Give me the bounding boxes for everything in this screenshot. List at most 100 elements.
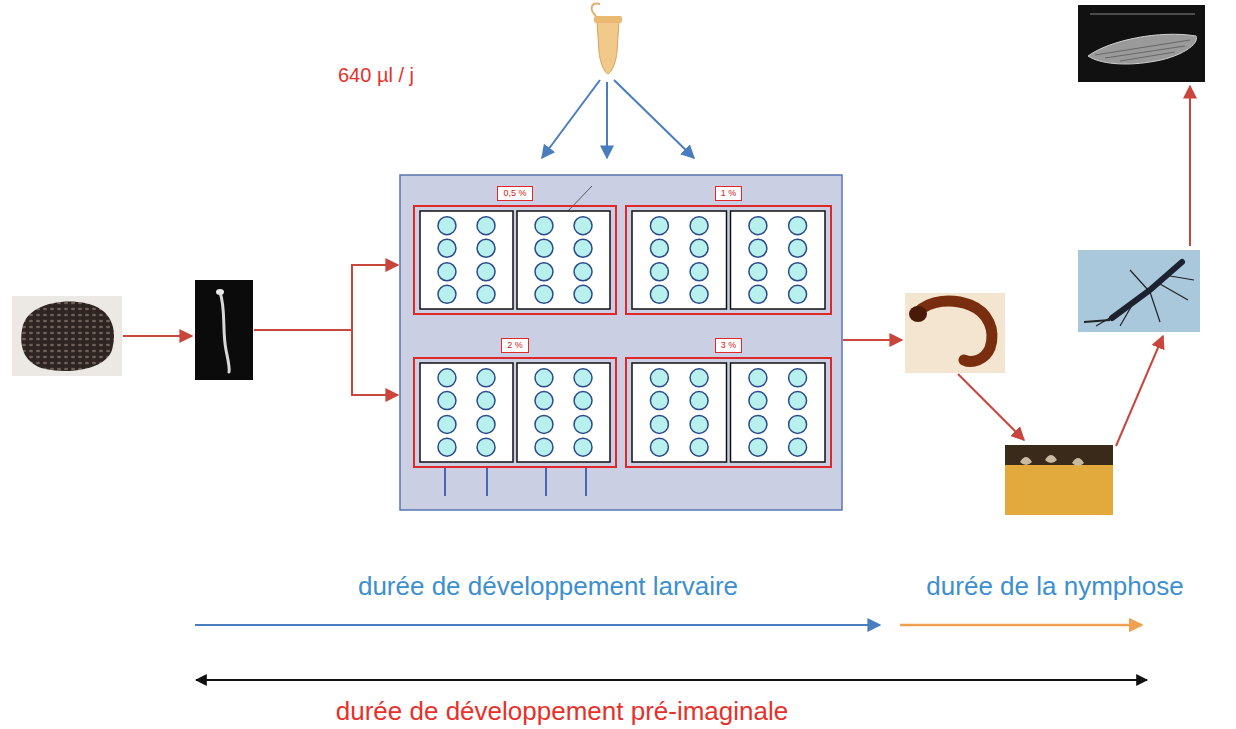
concentration-label: 0,5 % — [497, 186, 532, 201]
flow-arrow — [351, 264, 398, 266]
flow-arrow — [1116, 336, 1163, 446]
well — [535, 217, 553, 235]
well — [535, 285, 553, 303]
well — [690, 415, 708, 433]
well — [477, 239, 495, 257]
well — [749, 217, 767, 235]
scale-bar — [1090, 14, 1195, 15]
well — [749, 239, 767, 257]
wing — [1088, 34, 1197, 64]
flow-arrows — [123, 264, 398, 396]
duration-arrow — [195, 624, 880, 626]
well-plate — [420, 211, 513, 309]
well — [535, 438, 553, 456]
well — [477, 263, 495, 281]
column-mark — [545, 468, 547, 496]
well — [535, 263, 553, 281]
well — [789, 415, 807, 433]
well — [574, 392, 592, 410]
well — [789, 217, 807, 235]
well-plate — [731, 211, 826, 309]
photo-ground — [1005, 445, 1113, 465]
larva-body — [918, 301, 992, 362]
well — [690, 217, 708, 235]
column-mark — [486, 468, 488, 496]
well — [749, 285, 767, 303]
well — [438, 415, 456, 433]
well — [690, 369, 708, 387]
well — [650, 263, 668, 281]
duration-arrow — [196, 679, 1147, 681]
well — [690, 239, 708, 257]
plate-drawing — [415, 207, 615, 313]
well-plate — [517, 363, 610, 462]
well — [789, 369, 807, 387]
photo-ground — [12, 296, 122, 376]
well — [690, 392, 708, 410]
annotation-label: durée de développement pré-imaginale — [336, 697, 788, 727]
well-plate — [420, 363, 513, 462]
well — [477, 217, 495, 235]
larva-photo — [905, 293, 1005, 373]
concentration-label: 3 % — [715, 338, 743, 353]
well — [477, 285, 495, 303]
well — [574, 285, 592, 303]
well — [535, 369, 553, 387]
photo-ground — [905, 293, 1005, 373]
well — [438, 369, 456, 387]
pupa — [1020, 455, 1084, 466]
well-plate — [517, 211, 610, 309]
photo-ground — [1078, 5, 1205, 82]
mosquito-photo — [1078, 250, 1200, 332]
plate-drawing — [415, 359, 615, 466]
well — [789, 239, 807, 257]
column-mark — [585, 468, 587, 496]
well — [650, 239, 668, 257]
tube-cap — [594, 16, 622, 23]
well — [535, 239, 553, 257]
plate-group: 0,5 % — [413, 205, 617, 315]
well — [650, 392, 668, 410]
well — [574, 217, 592, 235]
eppendorf-tube — [592, 4, 622, 74]
larva-head — [216, 289, 224, 295]
tube-lid — [592, 4, 600, 16]
concentration-label: 2 % — [501, 338, 529, 353]
plate-drawing — [627, 359, 830, 466]
well — [574, 369, 592, 387]
photo-ground — [195, 280, 253, 380]
flow-arrow — [123, 335, 192, 337]
mosquito-proboscis — [1084, 320, 1110, 322]
well — [477, 438, 495, 456]
well — [650, 285, 668, 303]
well — [477, 415, 495, 433]
well-plate — [632, 363, 727, 462]
larva-head — [909, 306, 927, 322]
plate-group: 1 % — [625, 205, 832, 315]
wing-veins — [1095, 40, 1190, 61]
well — [535, 415, 553, 433]
well — [789, 438, 807, 456]
well — [650, 369, 668, 387]
photo-ground — [1078, 250, 1200, 332]
flow-line — [351, 264, 353, 396]
well — [574, 438, 592, 456]
well — [749, 392, 767, 410]
well — [535, 392, 553, 410]
well — [438, 217, 456, 235]
flow-arrow — [1189, 86, 1191, 246]
dosing-arrow — [542, 80, 600, 158]
photo-ground — [1005, 445, 1113, 515]
well — [789, 285, 807, 303]
well — [574, 239, 592, 257]
well — [438, 239, 456, 257]
egg-mass — [21, 301, 114, 370]
annotation-label: durée de la nymphose — [926, 572, 1183, 602]
plate-drawing — [627, 207, 830, 313]
larva-body — [220, 292, 229, 372]
duration-arrow — [900, 624, 1142, 627]
wing-photo — [1078, 5, 1205, 82]
annotation-label: durée de développement larvaire — [358, 572, 738, 602]
